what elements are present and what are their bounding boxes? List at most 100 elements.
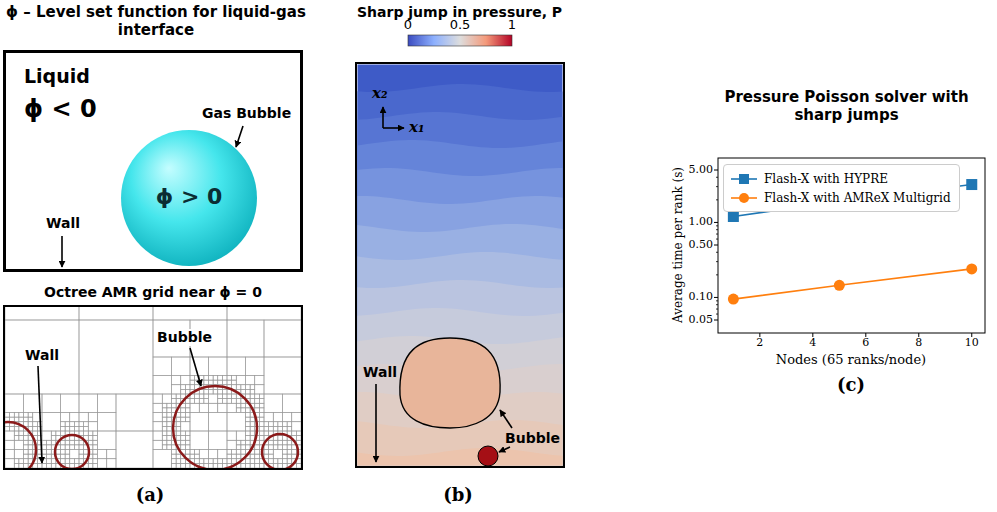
grid-cell	[255, 454, 260, 459]
phase-label: Liquid	[24, 65, 90, 88]
grid-cell	[176, 436, 181, 441]
grid-cell	[209, 463, 214, 468]
grid-cell	[264, 320, 301, 357]
grid-cell	[172, 399, 177, 404]
grid-cell	[79, 320, 153, 394]
grid-cell	[227, 376, 232, 381]
grid-cell	[172, 454, 177, 459]
grid-cell	[181, 417, 186, 422]
bubble-outline	[55, 435, 89, 468]
grid-cell	[153, 422, 162, 431]
grid-cell	[190, 380, 195, 385]
grid-cell	[181, 385, 186, 390]
leader-line	[499, 447, 510, 452]
grid-cell	[246, 426, 251, 431]
grid-cell	[5, 413, 10, 418]
grid-cell	[19, 459, 24, 464]
grid-cell	[292, 450, 297, 455]
pressure-band	[358, 224, 563, 465]
grid-cell	[250, 463, 255, 468]
grid-cell	[181, 463, 186, 468]
grid-cell	[24, 454, 29, 459]
grid-cell	[278, 436, 283, 441]
grid-cell	[162, 422, 167, 427]
grid-cell	[259, 426, 264, 431]
grid-cell	[65, 440, 70, 445]
grid-cell	[42, 413, 61, 432]
grid-cell	[93, 450, 98, 455]
grid-cell	[241, 403, 246, 408]
grid-cell	[19, 431, 24, 436]
leader-line	[190, 348, 201, 386]
grid-cell	[250, 426, 255, 431]
pressure-band	[358, 308, 563, 465]
data-marker	[739, 193, 749, 203]
grid-cell	[74, 445, 79, 450]
series-line	[733, 269, 971, 299]
grid-cell	[269, 440, 274, 445]
grid-cell	[70, 413, 79, 422]
amr-grid-box: Octree AMR grid near ϕ = 0WallBubble	[3, 305, 303, 470]
grid-cell	[255, 394, 260, 399]
grid-cell	[181, 413, 186, 418]
grid-cell	[153, 403, 162, 412]
grid-cell	[42, 445, 47, 450]
grid-cell	[162, 413, 167, 418]
grid-cell	[24, 440, 29, 445]
grid-cell	[264, 431, 269, 436]
grid-cell	[167, 431, 172, 436]
grid-cell	[14, 436, 19, 441]
grid-cell	[213, 463, 218, 468]
grid-cell	[246, 417, 251, 422]
grid-cell	[172, 385, 181, 394]
grid-cell	[246, 394, 251, 399]
grid-cell	[195, 394, 200, 399]
grid-cell	[5, 426, 10, 431]
grid-cell	[241, 408, 246, 413]
grid-cell	[232, 399, 237, 404]
grid-cell	[250, 385, 255, 390]
grid-cell	[283, 463, 288, 468]
leader-line	[61, 236, 63, 267]
grid-cell	[283, 422, 288, 427]
grid-cell	[172, 376, 181, 385]
grid-cell	[93, 436, 98, 441]
grid-cell	[70, 463, 75, 468]
grid-cell	[190, 376, 195, 381]
grid-cell	[185, 431, 190, 436]
grid-cell	[51, 463, 56, 468]
grid-cell	[93, 440, 98, 445]
leader-line	[38, 366, 42, 463]
panel-tag: (c)	[837, 374, 865, 396]
tick-label: 6	[862, 336, 869, 349]
grid-cell	[218, 399, 223, 404]
grid-cell	[56, 431, 61, 436]
panel-title: Octree AMR grid near ϕ = 0	[5, 284, 301, 301]
grid-ground	[5, 307, 301, 468]
data-marker	[966, 179, 977, 190]
grid-cell	[33, 431, 38, 436]
grid-cell	[218, 459, 223, 464]
grid-cell	[209, 459, 214, 464]
grid-cell	[167, 422, 172, 427]
bubble-surface	[121, 130, 257, 266]
tick-label: 4	[809, 336, 816, 349]
tick-mark	[714, 297, 718, 298]
minor-tick	[716, 199, 718, 200]
data-marker	[728, 211, 739, 222]
grid-cell	[70, 422, 75, 427]
grid-cell	[88, 413, 97, 422]
grid-cell	[5, 307, 79, 320]
grid-cell	[227, 307, 301, 320]
pressure-band	[358, 196, 563, 466]
grid-cell	[185, 403, 190, 408]
grid-cell	[236, 440, 241, 445]
grid-cell	[250, 422, 255, 427]
grid-cell	[273, 413, 282, 422]
grid-cell	[176, 454, 181, 459]
grid-cell	[162, 426, 167, 431]
grid-cell	[93, 463, 98, 468]
grid-cell	[246, 431, 251, 436]
grid-cell	[167, 445, 172, 450]
grid-cell	[236, 403, 241, 408]
